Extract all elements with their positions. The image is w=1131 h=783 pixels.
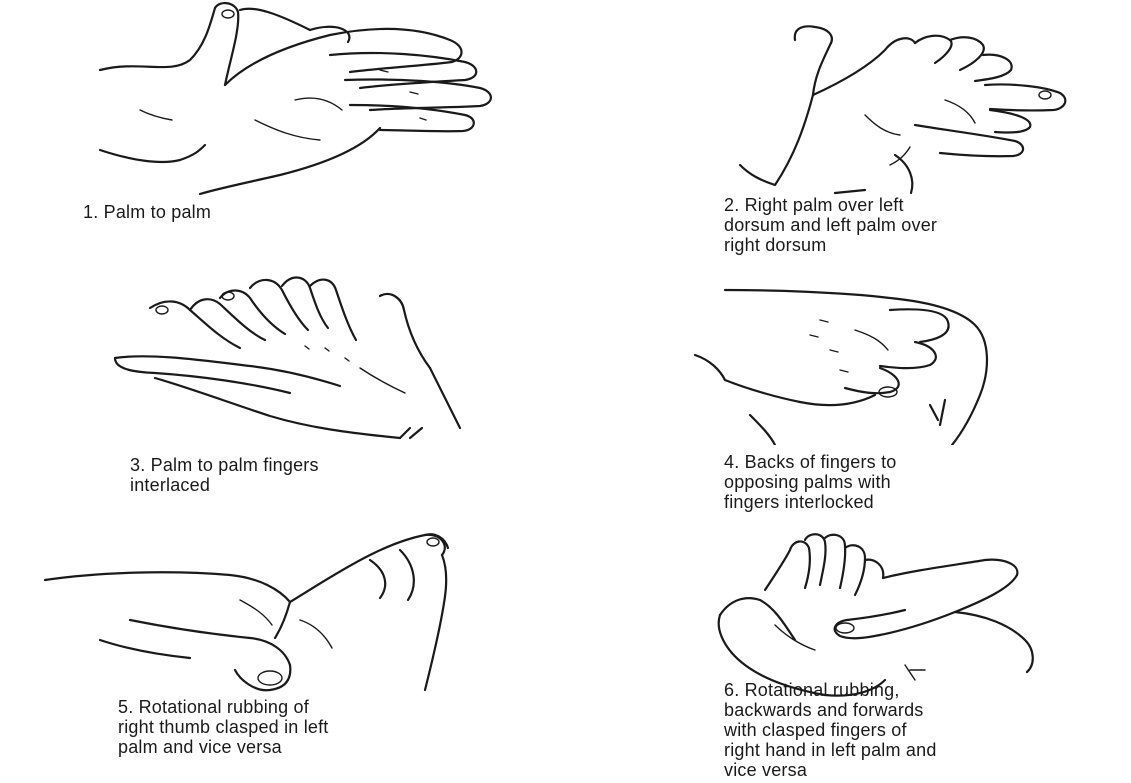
step-5-caption-line-1: 5. Rotational rubbing of	[118, 697, 329, 717]
step-6-caption-line-5: vice versa	[724, 760, 937, 780]
step-2-caption-line-3: right dorsum	[724, 235, 937, 255]
step-2-caption-line-1: 2. Right palm over left	[724, 195, 937, 215]
step-3-caption-line-1: 3. Palm to palm fingers	[130, 455, 319, 475]
step-6-caption-line-3: with clasped fingers of	[724, 720, 937, 740]
fingers-interlaced-hands-icon	[110, 268, 470, 448]
step-5-caption: 5. Rotational rubbing of right thumb cla…	[118, 697, 329, 757]
step-2-caption: 2. Right palm over left dorsum and left …	[724, 195, 937, 255]
thumb-clasped-hands-icon	[40, 530, 460, 695]
step-1-caption: 1. Palm to palm	[83, 202, 211, 222]
step-1-caption-line-1: 1. Palm to palm	[83, 202, 211, 222]
step-4-caption-line-2: opposing palms with	[724, 472, 896, 492]
step-6-caption-line-2: backwards and forwards	[724, 700, 937, 720]
palm-to-palm-hands-icon	[80, 0, 510, 195]
fingers-interlocked-hands-icon	[690, 280, 1010, 445]
palm-over-dorsum-hands-icon	[715, 15, 1095, 195]
step-2-caption-line-2: dorsum and left palm over	[724, 215, 937, 235]
step-4-caption-line-3: fingers interlocked	[724, 492, 896, 512]
step-4-caption: 4. Backs of fingers to opposing palms wi…	[724, 452, 896, 512]
step-6-caption-line-1: 6. Rotational rubbing,	[724, 680, 937, 700]
step-4-caption-line-1: 4. Backs of fingers to	[724, 452, 896, 472]
step-6-caption: 6. Rotational rubbing, backwards and for…	[724, 680, 937, 780]
step-6-caption-line-4: right hand in left palm and	[724, 740, 937, 760]
clasped-fingers-in-palm-hands-icon	[705, 530, 1050, 700]
step-3-caption: 3. Palm to palm fingers interlaced	[130, 455, 319, 495]
step-3-caption-line-2: interlaced	[130, 475, 319, 495]
step-5-caption-line-2: right thumb clasped in left	[118, 717, 329, 737]
step-5-caption-line-3: palm and vice versa	[118, 737, 329, 757]
